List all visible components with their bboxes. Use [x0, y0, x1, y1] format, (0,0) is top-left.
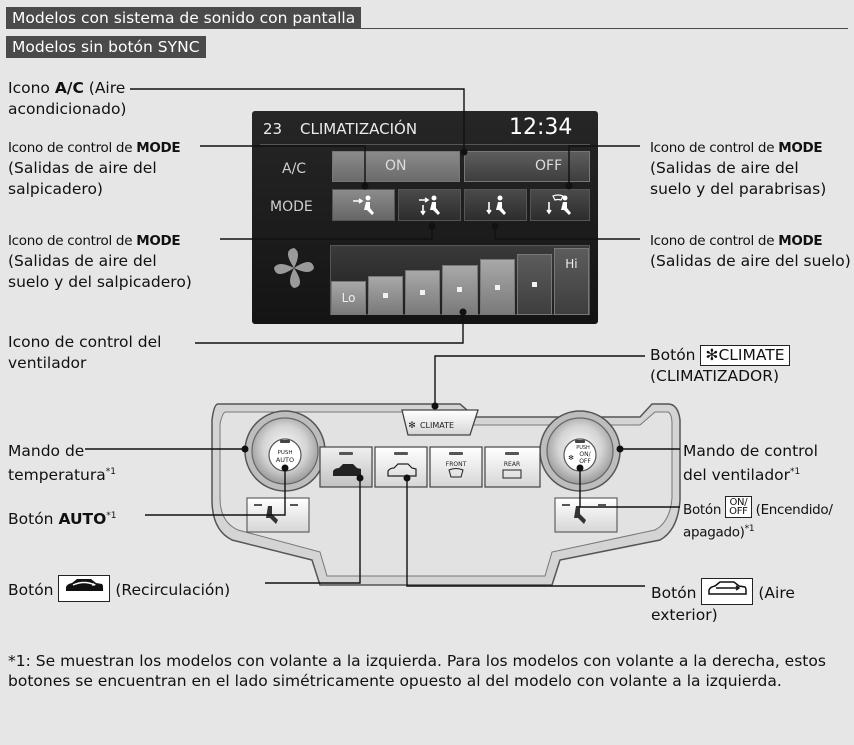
- fan-icon: [272, 246, 316, 294]
- leader-dots: [241, 148, 624, 482]
- mode-dash-button[interactable]: [332, 189, 395, 221]
- center-button-row: FRONT REAR: [319, 446, 541, 488]
- fan-speed-cells: Lo Hi: [330, 245, 590, 315]
- fan-speed-hi[interactable]: Hi: [553, 248, 589, 315]
- mode-floor-windshield-button[interactable]: [530, 189, 590, 221]
- mode-dash-icon: [352, 195, 374, 215]
- screen-clock: 12:34: [509, 115, 573, 140]
- leader-lines: [85, 88, 680, 587]
- temperature-knob-label: Mando de temperatura*1: [8, 442, 116, 485]
- mode-floor-dash-button[interactable]: [398, 189, 461, 221]
- footnote: *1: Se muestran los modelos con volante …: [8, 652, 826, 690]
- fan-icon-label: Icono de control del ventilador: [8, 333, 162, 372]
- climate-physical-button: [401, 409, 479, 436]
- svg-text:REAR: REAR: [504, 461, 520, 468]
- fan-step-dot: [420, 290, 426, 295]
- svg-text:✻: ✻: [568, 454, 574, 462]
- fan-step-dot: [457, 287, 463, 293]
- fan-step-dot: [494, 284, 500, 290]
- fan-step-dot: [383, 292, 389, 298]
- auto-button-label: Botón AUTO*1: [8, 510, 117, 529]
- fan-speed-step[interactable]: [405, 270, 441, 315]
- svg-text:FRONT: FRONT: [446, 461, 467, 468]
- recirculation-button-label: Botón (Recirculación): [8, 575, 230, 602]
- climate-button-label: Botón ✻CLIMATE (CLIMATIZADOR): [650, 345, 790, 387]
- mode-row-label: MODE: [270, 199, 313, 215]
- outside-air-button-label: Botón (Aire exterior): [651, 578, 795, 626]
- mode-floor-label: Icono de control de MODE (Salidas de air…: [650, 233, 851, 270]
- fan-speed-step[interactable]: [516, 253, 552, 315]
- recirculation-icon: [58, 575, 111, 602]
- section-header-no-sync: Modelos sin botón SYNC: [6, 36, 206, 58]
- climate-physical-button-label: CLIMATE: [420, 421, 454, 430]
- climate-screen: 23 CLIMATIZACIÓN 12:34 A/C ON OFF MODE L…: [252, 111, 598, 324]
- fan-knob-label: Mando de control del ventilador*1: [683, 442, 818, 485]
- ac-on-button[interactable]: ON: [332, 151, 460, 182]
- header-rule: [6, 28, 848, 29]
- onoff-button-icon: ON/OFF: [725, 496, 752, 518]
- screen-divider: [260, 144, 590, 145]
- screen-title: CLIMATIZACIÓN: [300, 120, 418, 138]
- outside-air-icon: [701, 578, 754, 605]
- fan-speed-step[interactable]: [479, 259, 515, 315]
- right-seat-heater-button: [554, 497, 618, 533]
- mode-floor-dash-icon: [418, 195, 440, 216]
- climate-button-icon: ✻CLIMATE: [700, 345, 790, 366]
- mode-dash-label: Icono de control de MODE (Salidas de air…: [8, 140, 181, 198]
- mode-floor-windshield-label: Icono de control de MODE (Salidas de air…: [650, 140, 827, 198]
- ac-icon-label: Icono A/C (Aire acondicionado): [8, 79, 127, 118]
- svg-text:ON/: ON/: [579, 451, 591, 458]
- svg-text:PUSH: PUSH: [576, 445, 590, 451]
- fan-speed-step[interactable]: [368, 275, 404, 315]
- mode-floor-icon: [485, 195, 506, 215]
- mode-floor-button[interactable]: [464, 189, 527, 221]
- fan-speed-lo[interactable]: Lo: [331, 281, 367, 315]
- auto-knob-push: PUSH: [278, 450, 293, 456]
- mode-floor-windshield-icon: [546, 194, 571, 215]
- auto-knob-text: AUTO: [276, 456, 294, 464]
- mode-floor-dash-label: Icono de control de MODE (Salidas de air…: [8, 233, 192, 291]
- svg-text:✻: ✻: [408, 421, 416, 431]
- svg-text:OFF: OFF: [579, 458, 591, 465]
- ac-row-label: A/C: [282, 161, 307, 177]
- fan-speed-step[interactable]: [442, 264, 478, 315]
- onoff-button-label: Botón ON/OFF (Encendido/ apagado)*1: [683, 496, 833, 541]
- section-header-display-audio: Modelos con sistema de sonido con pantal…: [6, 7, 362, 29]
- fan-step-dot: [531, 281, 537, 287]
- screen-page-number: 23: [263, 120, 283, 138]
